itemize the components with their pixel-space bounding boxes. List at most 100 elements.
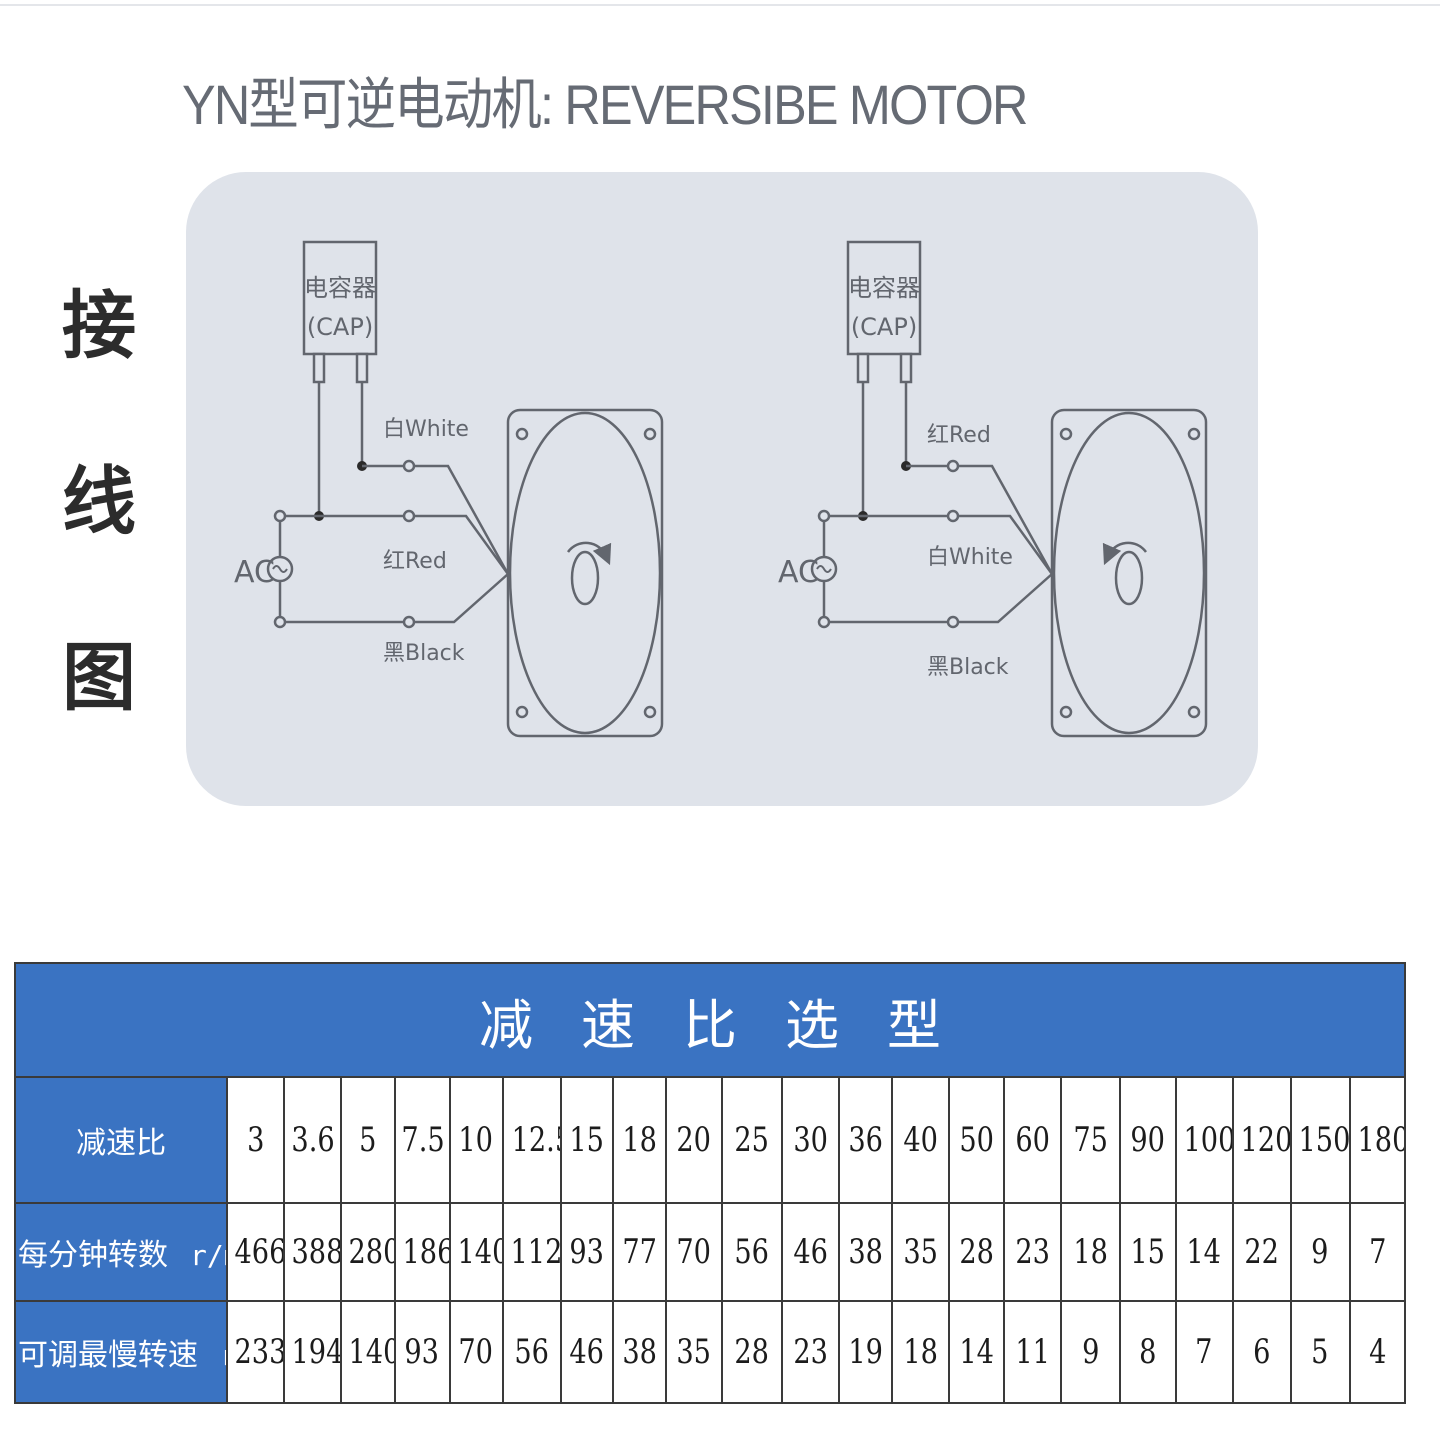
cell-value: 93 bbox=[404, 1332, 440, 1372]
cell-value: 4 bbox=[1368, 1332, 1387, 1372]
table-cell: 50 bbox=[948, 1076, 1006, 1204]
row-header-label: 每分钟转数 bbox=[18, 1238, 168, 1273]
cell-value: 3 bbox=[247, 1120, 265, 1160]
cell-value: 56 bbox=[734, 1232, 770, 1272]
cell-value: 180 bbox=[1357, 1120, 1405, 1160]
cell-value: 140 bbox=[348, 1332, 393, 1372]
cell-value: 36 bbox=[848, 1120, 883, 1160]
cell-value: 7 bbox=[1368, 1232, 1387, 1272]
cell-value: 9 bbox=[1311, 1232, 1329, 1272]
table-row-ratio: 减速比33.657.51012.515182025303640506075901… bbox=[13, 1076, 1407, 1204]
table-cell: 140 bbox=[448, 1202, 504, 1302]
table-cell: 100 bbox=[1174, 1076, 1234, 1204]
cell-value: 46 bbox=[569, 1332, 605, 1372]
left-capacitor-box bbox=[302, 240, 378, 356]
right-capacitor-box bbox=[846, 240, 922, 356]
cell-value: 280 bbox=[348, 1232, 393, 1272]
right-capacitor-sub: (CAP) bbox=[851, 313, 917, 341]
wiring-diagram-label: 接 线 图 bbox=[62, 238, 136, 766]
cell-value: 7.5 bbox=[400, 1120, 445, 1160]
cell-value: 9 bbox=[1082, 1332, 1100, 1372]
cell-value: 93 bbox=[569, 1232, 605, 1272]
wiring-diagram-svg: 电容器 (CAP) AC 白White 红Red 黑Black bbox=[234, 240, 1208, 738]
table-cell: 56 bbox=[501, 1300, 562, 1404]
table-cell: 186 bbox=[393, 1202, 451, 1302]
cell-value: 3.6 bbox=[291, 1120, 335, 1160]
left-diagram-labels: 电容器 (CAP) AC 白White 红Red 黑Black bbox=[234, 274, 469, 666]
table-cell: 56 bbox=[720, 1202, 784, 1302]
left-rotation-arrow bbox=[566, 541, 612, 566]
table-cell: 194 bbox=[283, 1300, 343, 1404]
cell-value: 140 bbox=[457, 1232, 501, 1272]
cell-value: 18 bbox=[903, 1332, 938, 1372]
cell-value: 23 bbox=[793, 1332, 828, 1372]
table-cell: 14 bbox=[1174, 1202, 1234, 1302]
table-row-min-rpm: 可调最慢转速r/min23319414093705646383528231918… bbox=[13, 1300, 1407, 1404]
table-cell: 15 bbox=[559, 1076, 614, 1204]
cell-value: 38 bbox=[848, 1232, 883, 1272]
right-wire-label-1: 红Red bbox=[927, 423, 991, 448]
cell-value: 90 bbox=[1130, 1120, 1166, 1160]
cell-value: 233 bbox=[234, 1332, 285, 1372]
cell-value: 75 bbox=[1073, 1120, 1109, 1160]
table-cell: 5 bbox=[1289, 1300, 1351, 1404]
left-wire-label-3: 黑Black bbox=[383, 641, 465, 666]
cell-value: 70 bbox=[458, 1332, 494, 1372]
row-header-unit: r/min bbox=[220, 1339, 225, 1372]
cell-value: 22 bbox=[1244, 1232, 1279, 1272]
table-cell: 9 bbox=[1060, 1300, 1122, 1404]
cell-value: 7 bbox=[1195, 1332, 1213, 1372]
cell-value: 35 bbox=[676, 1332, 712, 1372]
left-source-terminal bbox=[273, 509, 287, 523]
cell-value: 15 bbox=[569, 1120, 605, 1160]
cell-value: 10 bbox=[458, 1120, 494, 1160]
cell-value: 194 bbox=[291, 1332, 342, 1372]
cell-value: 46 bbox=[793, 1232, 828, 1272]
table-cell: 112 bbox=[501, 1202, 562, 1302]
table-cell: 77 bbox=[611, 1202, 667, 1302]
right-motor-frame bbox=[1050, 408, 1208, 738]
table-cell: 6 bbox=[1231, 1300, 1292, 1404]
right-motor-shaft bbox=[1114, 550, 1144, 606]
cell-value: 12.5 bbox=[511, 1120, 559, 1160]
cell-value: 70 bbox=[676, 1232, 712, 1272]
table-cell: 280 bbox=[340, 1202, 396, 1302]
table-cell: 35 bbox=[891, 1202, 951, 1302]
left-motor-body bbox=[508, 411, 662, 735]
cell-value: 5 bbox=[359, 1120, 377, 1160]
cell-value: 11 bbox=[1015, 1332, 1051, 1372]
table-cell: 3 bbox=[226, 1076, 286, 1204]
table-cell: 18 bbox=[611, 1076, 667, 1204]
table-cell: 23 bbox=[1003, 1202, 1063, 1302]
table-cell: 466 bbox=[226, 1202, 286, 1302]
cell-value: 28 bbox=[734, 1332, 770, 1372]
cell-value: 19 bbox=[848, 1332, 883, 1372]
table-cell: 388 bbox=[283, 1202, 343, 1302]
cell-value: 186 bbox=[402, 1232, 450, 1272]
row-header: 减速比 bbox=[13, 1076, 229, 1204]
cell-value: 466 bbox=[234, 1232, 285, 1272]
row-header-label: 可调最慢转速 bbox=[18, 1338, 198, 1373]
table-cell: 7.5 bbox=[393, 1076, 451, 1204]
table-cell: 30 bbox=[780, 1076, 841, 1204]
table-title: 减速比选型 bbox=[14, 962, 1406, 1078]
right-motor-body bbox=[1052, 411, 1206, 735]
cell-value: 30 bbox=[793, 1120, 828, 1160]
left-motor-shaft bbox=[570, 550, 600, 606]
right-wiring-diagram bbox=[810, 240, 1208, 738]
table-cell: 5 bbox=[340, 1076, 396, 1204]
cell-value: 77 bbox=[621, 1232, 657, 1272]
cell-value: 120 bbox=[1240, 1120, 1291, 1160]
table-cell: 10 bbox=[448, 1076, 504, 1204]
table-cell: 90 bbox=[1119, 1076, 1177, 1204]
cell-value: 38 bbox=[621, 1332, 657, 1372]
right-terminal bbox=[946, 615, 960, 629]
cell-value: 23 bbox=[1015, 1232, 1051, 1272]
table-cell: 46 bbox=[780, 1202, 841, 1302]
right-capacitor-pin bbox=[899, 352, 913, 384]
side-label-char: 图 bbox=[62, 635, 136, 721]
table-cell: 46 bbox=[559, 1300, 614, 1404]
table-cell: 23 bbox=[780, 1300, 841, 1404]
table-cell: 18 bbox=[891, 1300, 951, 1404]
side-label-char: 接 bbox=[62, 283, 136, 369]
